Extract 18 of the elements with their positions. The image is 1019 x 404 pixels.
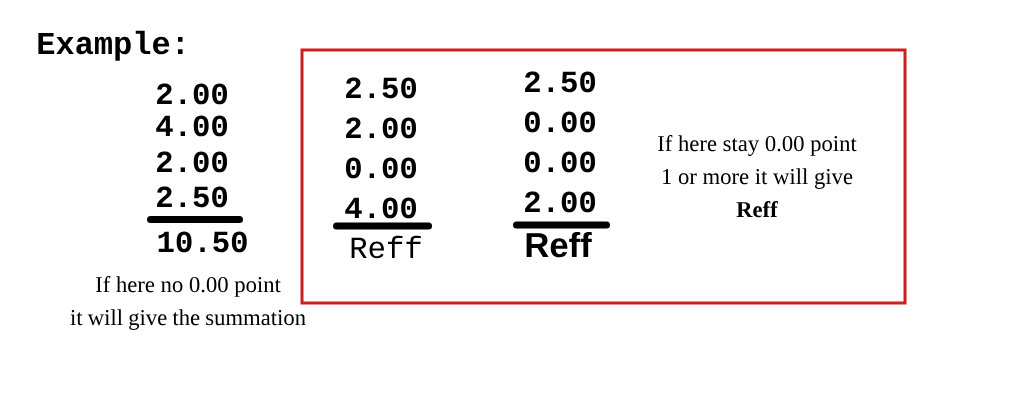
number: 2.00 — [346, 117, 417, 139]
result-label: Reff — [526, 231, 592, 258]
number: 4.00 — [345, 197, 417, 219]
number: 2.50 — [346, 77, 417, 99]
number: 2.00 — [525, 191, 596, 213]
note: If here stay 0.00 point 1 or more it will give Reff — [658, 135, 857, 218]
number: 0.00 — [524, 111, 596, 133]
number: 2.50 — [525, 71, 596, 93]
number: 0.00 — [345, 157, 417, 179]
heading: Example: — [38, 30, 183, 61]
number: 2.00 — [157, 151, 228, 173]
number: 2.00 — [157, 83, 228, 105]
number: 2.50 — [157, 186, 228, 208]
number: 0.00 — [524, 151, 596, 173]
result-label: Reff — [351, 235, 421, 259]
note: If here no 0.00 point it will give the summation — [70, 276, 306, 330]
number: 4.00 — [156, 115, 228, 137]
number: 10.50 — [158, 231, 247, 253]
